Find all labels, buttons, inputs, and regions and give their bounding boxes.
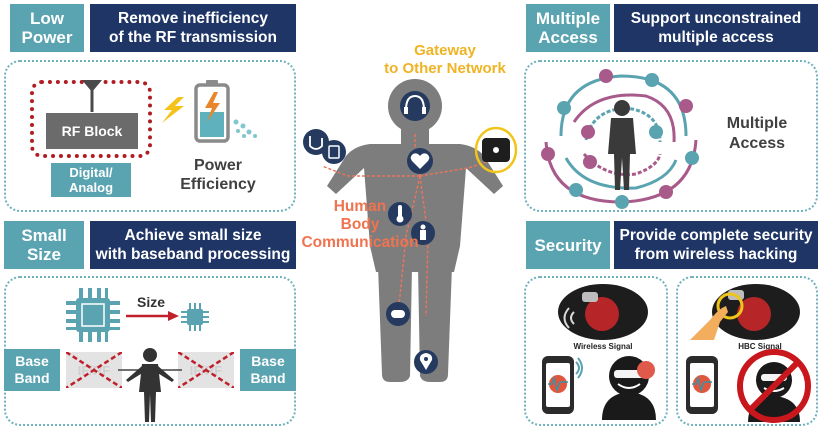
multiple-access-network	[541, 69, 699, 209]
security-tag: Security	[526, 221, 610, 269]
device-heart-icon	[558, 284, 648, 340]
antenna-icon	[82, 80, 102, 112]
gateway-label: Gateway to Other Network	[384, 42, 506, 77]
base-band-right: Base Band	[240, 349, 296, 391]
low-power-panel	[4, 60, 296, 212]
rf-block: RF Block	[46, 113, 138, 149]
small-chip-icon	[181, 303, 209, 331]
smartphone-icon	[686, 356, 718, 414]
arrow-right-icon	[126, 311, 179, 321]
blocked-hacker-icon	[737, 349, 811, 423]
size-label: Size	[136, 294, 165, 310]
hbc-signal-label: HBC Signal	[738, 342, 782, 351]
person-icon	[118, 348, 182, 422]
multiple-access-banner: Support unconstrained multiple access	[614, 4, 818, 52]
power-efficiency-label: Power Efficiency	[180, 157, 256, 193]
smartphone-icon	[542, 356, 583, 414]
small-size-banner: Achieve small size with baseband process…	[90, 221, 296, 269]
wireless-signal-label: Wireless Signal	[573, 342, 633, 351]
hacker-icon	[602, 356, 656, 420]
security-panel-wireless	[524, 276, 668, 426]
security-panel-hbc	[676, 276, 818, 426]
base-band-left: Base Band	[4, 349, 60, 391]
lightning-icon	[162, 97, 184, 123]
small-size-tag: Small Size	[4, 221, 84, 269]
large-chip-icon	[66, 288, 120, 342]
security-banner: Provide complete security from wireless …	[614, 221, 818, 269]
device-heart-touch-icon	[690, 284, 800, 340]
multiple-access-label: Multiple Access	[726, 115, 788, 152]
cross-out-icon	[178, 352, 234, 388]
battery-icon	[194, 80, 257, 143]
cross-out-icon	[66, 352, 122, 388]
human-body-figure	[303, 79, 518, 382]
multiple-access-tag: Multiple Access	[526, 4, 610, 52]
low-power-tag: Low Power	[10, 4, 84, 52]
digital-analog-block: Digital/ Analog	[51, 163, 131, 197]
multiple-access-panel	[524, 60, 818, 212]
hbc-label: Human Body Communication	[301, 198, 419, 251]
low-power-banner: Remove inefficiency of the RF transmissi…	[90, 4, 296, 52]
